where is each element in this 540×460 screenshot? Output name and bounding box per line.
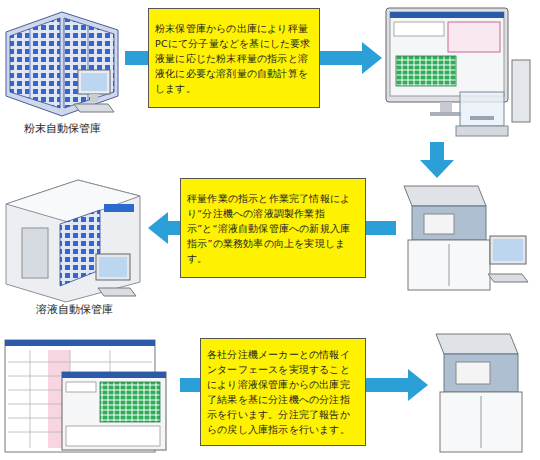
dispenser-cabinet (440, 392, 522, 452)
pc-monitor (386, 8, 508, 102)
form-field (394, 22, 444, 36)
pc-stand (90, 94, 98, 102)
window-titlebar (62, 372, 166, 378)
dispenser-top (436, 334, 518, 354)
process-box: 粉末保管庫からの出庫により秤量PCにて分子量などを基にした要求液量に応じた粉末秤… (148, 8, 320, 108)
window-titlebar (5, 340, 155, 346)
flow-bar (366, 221, 396, 235)
pc-monitor (96, 254, 130, 280)
description-text: 秤量作業の指示と作業完了情報により“分注機への溶液調製作業指示”と“溶液自動保管… (187, 191, 359, 266)
balance-pan (470, 116, 494, 120)
description-text: 各社分注機メーカーとの情報インターフェースを実現することにより溶液保管庫からの出… (207, 347, 359, 437)
balance-hood (460, 92, 504, 126)
pc-monitor (78, 70, 110, 94)
dispenser-top (404, 186, 486, 206)
dispenser-hood (412, 206, 486, 240)
form-field (66, 382, 96, 392)
result-grid (396, 56, 456, 86)
storage-illustration: 粉末自動保管庫 (0, 0, 125, 136)
storage-label: 粉末自動保管庫 (24, 122, 101, 136)
description-text: 粉末保管庫からの出庫により秤量PCにて分子量などを基にした要求液量に応じた粉末秤… (155, 21, 313, 96)
storage-label: 溶液自動保管庫 (36, 303, 113, 317)
storage-frame (6, 180, 140, 302)
flow-bar (180, 378, 201, 392)
result-grid (100, 382, 160, 422)
pc-base (430, 112, 462, 116)
storage-top (6, 180, 140, 222)
pc-keyboard (74, 104, 114, 112)
window-titlebar (390, 12, 504, 18)
storage-rack (64, 18, 114, 108)
flow-arrow (148, 212, 180, 244)
pc-stand (440, 102, 452, 112)
pc-screen (81, 73, 107, 91)
pc-monitor (490, 236, 526, 264)
storage-frame (6, 12, 118, 116)
dispenser-cabinet (408, 240, 490, 290)
flow-arrow (420, 142, 454, 178)
cabinet-door (449, 244, 450, 286)
storage-rack (60, 210, 100, 286)
pc-tower (512, 60, 530, 122)
rack-post (29, 30, 31, 98)
storage-door (22, 228, 48, 278)
balance-base (456, 126, 508, 136)
flow-arrow (320, 42, 382, 74)
maker-logo (104, 204, 134, 212)
flow-arrow (366, 369, 428, 401)
flow-arrow (125, 51, 148, 65)
storage-illustration: 溶液自動保管庫 (0, 175, 148, 317)
pc-screen (390, 12, 504, 96)
cabinet-door (481, 396, 482, 448)
app-window (62, 372, 166, 450)
process-box: 秤量作業の指示と作業完了情報により“分注機への溶液調製作業指示”と“溶液自動保管… (180, 178, 366, 278)
list-panel (66, 426, 160, 446)
pc-screen (493, 239, 523, 261)
form-panel (448, 22, 500, 52)
pc-keyboard (98, 288, 136, 296)
dispenser-unit (424, 214, 454, 234)
dispenser-unit (456, 362, 490, 384)
process-box: 各社分注機メーカーとの情報インターフェースを実現することにより溶液保管庫からの出… (200, 338, 366, 446)
storage-rack (10, 18, 60, 108)
dispenser-hood (444, 354, 518, 392)
pc-keyboard (488, 274, 528, 282)
pc-screen (99, 257, 127, 277)
